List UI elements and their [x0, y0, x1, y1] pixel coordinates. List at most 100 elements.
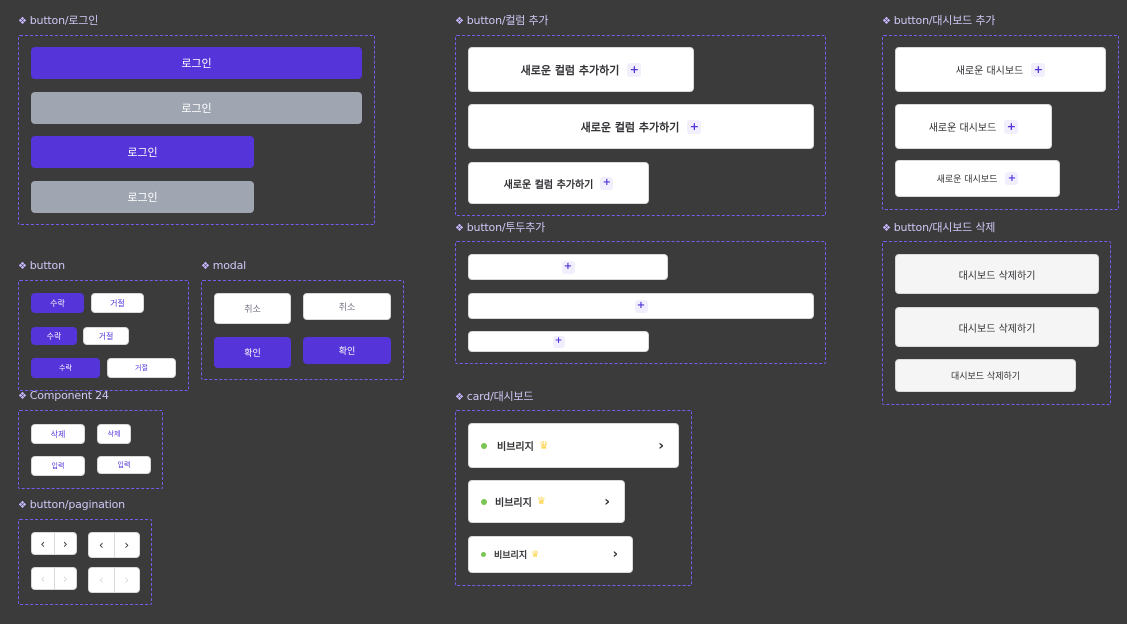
component-diamond-icon: ❖	[18, 500, 27, 511]
add-dashboard-label: 새로운 대시보드	[955, 66, 1024, 77]
add-column-label: 새로운 컬럼 추가하기	[580, 120, 680, 134]
component-diamond-icon: ❖	[882, 223, 891, 234]
section-title-add-dashboard: ❖button/대시보드 추가	[882, 14, 996, 27]
add-column-button[interactable]: 새로운 컬럼 추가하기 +	[468, 47, 694, 92]
accept-button-small[interactable]: 수락	[31, 327, 77, 345]
chevron-right-icon: ›	[658, 437, 664, 454]
accept-button[interactable]: 수락	[31, 293, 84, 313]
add-column-button-wide[interactable]: 새로운 컬럼 추가하기 +	[468, 104, 814, 149]
chevron-right-icon[interactable]: ›	[113, 567, 140, 593]
pagination-disabled: ‹ ›	[31, 567, 77, 590]
todo-add-frame: + + +	[455, 241, 826, 364]
pagination-large: ‹ ›	[88, 532, 140, 558]
chevron-left-icon[interactable]: ‹	[88, 567, 114, 593]
delete-dashboard-button-alt[interactable]: 대시보드 삭제하기	[895, 307, 1099, 347]
delete-dashboard-button[interactable]: 대시보드 삭제하기	[895, 254, 1099, 294]
pagination-frame: ‹ › ‹ › ‹ › ‹ ›	[18, 519, 152, 605]
section-title-delete-dashboard: ❖button/대시보드 삭제	[882, 221, 996, 234]
color-dot	[481, 498, 487, 505]
section-title-component24: ❖Component 24	[18, 389, 109, 402]
chevron-right-icon[interactable]: ›	[53, 532, 77, 555]
section-title-login: ❖button/로그인	[18, 14, 99, 27]
component-diamond-icon: ❖	[882, 16, 891, 27]
add-column-button-small[interactable]: 새로운 컬럼 추가하기 +	[468, 162, 649, 204]
chevron-right-icon[interactable]: ›	[53, 567, 77, 590]
crown-icon: ♛	[538, 439, 549, 452]
dashboard-card-title: 비브리지	[494, 551, 528, 561]
todo-add-button[interactable]: +	[468, 254, 668, 280]
section-title-button: ❖button	[18, 259, 65, 272]
delete-button[interactable]: 삭제	[31, 424, 85, 444]
pagination-large-disabled: ‹ ›	[88, 567, 140, 593]
component-diamond-icon: ❖	[201, 261, 210, 272]
add-column-label: 새로운 컬럼 추가하기	[503, 179, 594, 191]
plus-icon: +	[634, 299, 648, 313]
crown-icon: ♛	[536, 496, 546, 507]
pagination: ‹ ›	[31, 532, 77, 555]
add-dashboard-label: 새로운 대시보드	[936, 175, 998, 185]
chevron-right-icon[interactable]: ›	[113, 532, 140, 558]
card-dashboard-frame: 비브리지 ♛ › 비브리지 ♛ › 비브리지 ♛ ›	[455, 410, 692, 586]
add-dashboard-frame: 새로운 대시보드 + 새로운 대시보드 + 새로운 대시보드 +	[882, 35, 1119, 210]
accept-reject-frame: 수락 거절 수락 거절 수락 거절	[18, 280, 189, 391]
dashboard-card-title: 비브리지	[495, 498, 532, 509]
component-diamond-icon: ❖	[455, 223, 464, 234]
section-title-add-column: ❖button/컬럼 추가	[455, 14, 549, 27]
section-title-pagination: ❖button/pagination	[18, 498, 125, 511]
reject-button-wide[interactable]: 거절	[107, 358, 176, 378]
plus-icon: +	[1031, 62, 1046, 77]
chevron-left-icon[interactable]: ‹	[31, 532, 54, 555]
plus-icon: +	[627, 62, 642, 77]
component-diamond-icon: ❖	[18, 16, 27, 27]
dashboard-card-medium[interactable]: 비브리지 ♛ ›	[468, 480, 625, 523]
dashboard-card[interactable]: 비브리지 ♛ ›	[468, 423, 679, 468]
input-button[interactable]: 입력	[31, 456, 85, 476]
reject-button-small[interactable]: 거절	[83, 327, 129, 345]
add-dashboard-button-small[interactable]: 새로운 대시보드 +	[895, 160, 1060, 197]
todo-add-button-wide[interactable]: +	[468, 293, 814, 319]
component-diamond-icon: ❖	[18, 391, 27, 402]
component24-frame: 삭제 삭제 입력 입력	[18, 410, 163, 489]
crown-icon: ♛	[531, 549, 540, 560]
color-dot	[481, 442, 487, 449]
section-title-card-dashboard: ❖card/대시보드	[455, 390, 534, 403]
chevron-left-icon[interactable]: ‹	[31, 567, 54, 590]
plus-icon: +	[1005, 172, 1019, 185]
dashboard-card-small[interactable]: 비브리지 ♛ ›	[468, 536, 633, 573]
login-frame: 로그인 로그인 로그인 로그인	[18, 35, 375, 225]
modal-confirm-button[interactable]: 확인	[214, 337, 291, 368]
delete-dashboard-frame: 대시보드 삭제하기 대시보드 삭제하기 대시보드 삭제하기	[882, 241, 1111, 405]
modal-frame: 취소 취소 확인 확인	[201, 280, 404, 380]
accept-button-wide[interactable]: 수락	[31, 358, 100, 378]
component-diamond-icon: ❖	[455, 392, 464, 403]
plus-icon: +	[1004, 119, 1019, 134]
modal-cancel-button[interactable]: 취소	[214, 293, 291, 324]
input-button-alt[interactable]: 입력	[97, 456, 151, 474]
chevron-left-icon[interactable]: ‹	[88, 532, 114, 558]
todo-add-button-small[interactable]: +	[468, 331, 649, 352]
delete-dashboard-button-small[interactable]: 대시보드 삭제하기	[895, 359, 1076, 392]
add-dashboard-label: 새로운 대시보드	[928, 123, 997, 134]
plus-icon: +	[600, 176, 614, 190]
plus-icon: +	[561, 260, 575, 274]
add-dashboard-button[interactable]: 새로운 대시보드 +	[895, 47, 1106, 92]
add-column-frame: 새로운 컬럼 추가하기 + 새로운 컬럼 추가하기 + 새로운 컬럼 추가하기 …	[455, 35, 826, 216]
delete-button-small[interactable]: 삭제	[97, 424, 131, 444]
login-button-small-disabled[interactable]: 로그인	[31, 181, 254, 213]
chevron-right-icon: ›	[612, 547, 618, 562]
component-diamond-icon: ❖	[455, 16, 464, 27]
plus-icon: +	[687, 119, 702, 134]
component-diamond-icon: ❖	[18, 261, 27, 272]
add-dashboard-button-medium[interactable]: 새로운 대시보드 +	[895, 104, 1052, 149]
login-button-small[interactable]: 로그인	[31, 136, 254, 168]
plus-icon: +	[552, 335, 565, 348]
modal-confirm-button-alt[interactable]: 확인	[303, 337, 391, 364]
reject-button[interactable]: 거절	[91, 293, 144, 313]
modal-cancel-button-alt[interactable]: 취소	[303, 293, 391, 320]
login-button-disabled[interactable]: 로그인	[31, 92, 362, 124]
login-button[interactable]: 로그인	[31, 47, 362, 79]
color-dot	[481, 552, 486, 557]
section-title-modal: ❖modal	[201, 259, 246, 272]
dashboard-card-title: 비브리지	[497, 442, 534, 453]
chevron-right-icon: ›	[604, 493, 610, 510]
